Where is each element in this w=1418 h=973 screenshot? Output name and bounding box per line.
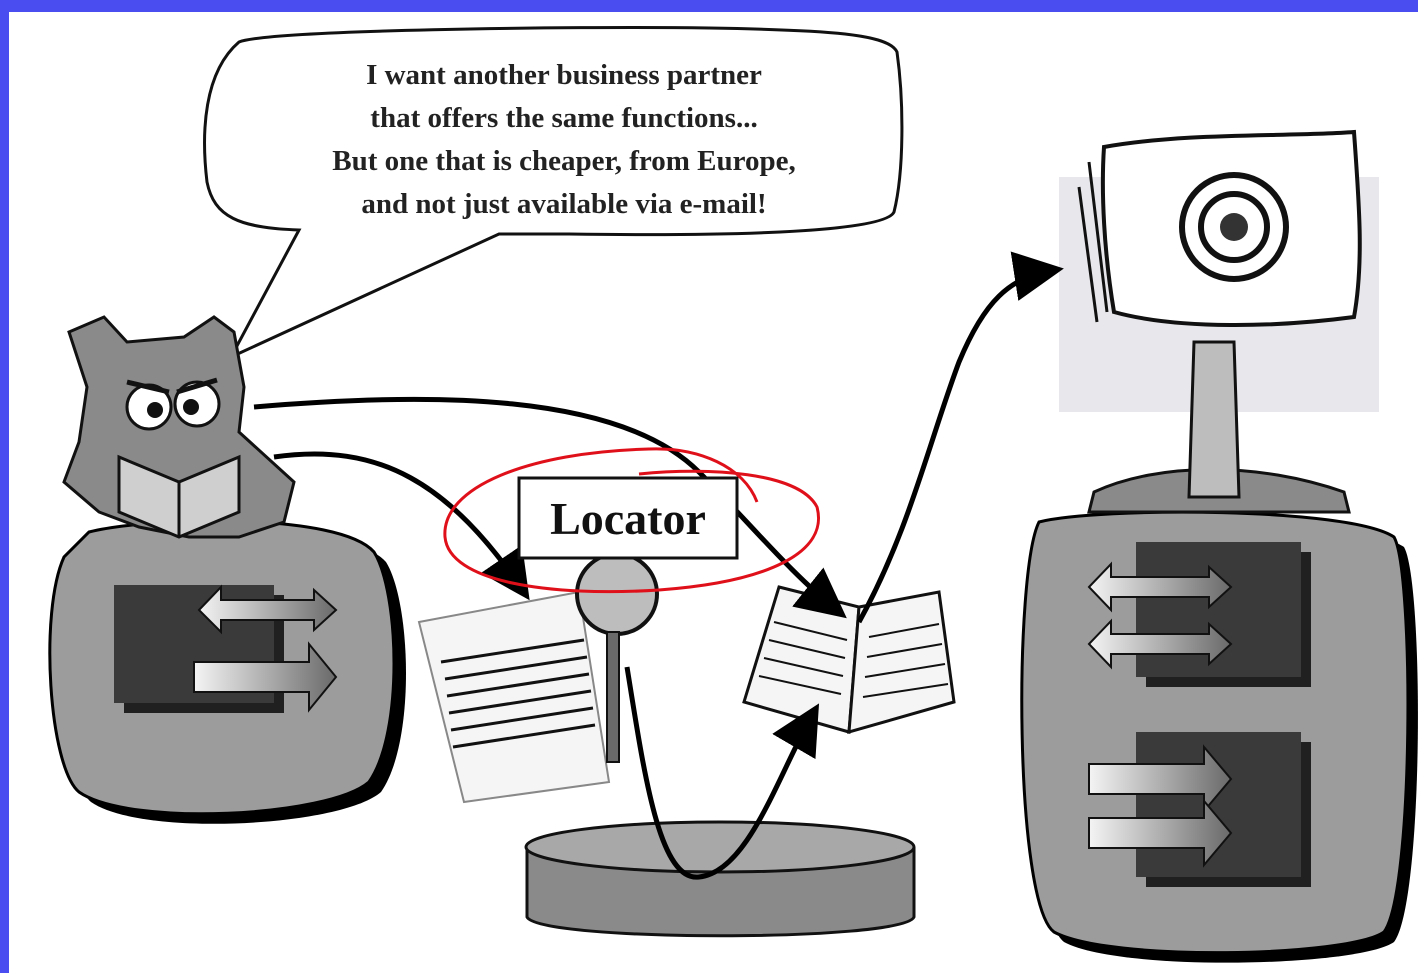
provider-node — [1022, 512, 1418, 963]
speech-line: that offers the same functions... — [234, 97, 894, 140]
slide: I want another business partner that off… — [9, 12, 1418, 973]
speech-bubble-text: I want another business partner that off… — [234, 54, 894, 226]
locator-label: Locator — [519, 478, 737, 558]
requester-node — [50, 521, 406, 824]
speech-line: I want another business partner — [234, 54, 894, 97]
speech-line: But one that is cheaper, from Europe, — [234, 140, 894, 183]
service-provider-icon — [1059, 132, 1379, 512]
owl-reading-icon — [64, 317, 294, 537]
open-book-icon — [744, 587, 954, 732]
speech-line: and not just available via e-mail! — [234, 183, 894, 226]
database-icon — [526, 822, 914, 936]
